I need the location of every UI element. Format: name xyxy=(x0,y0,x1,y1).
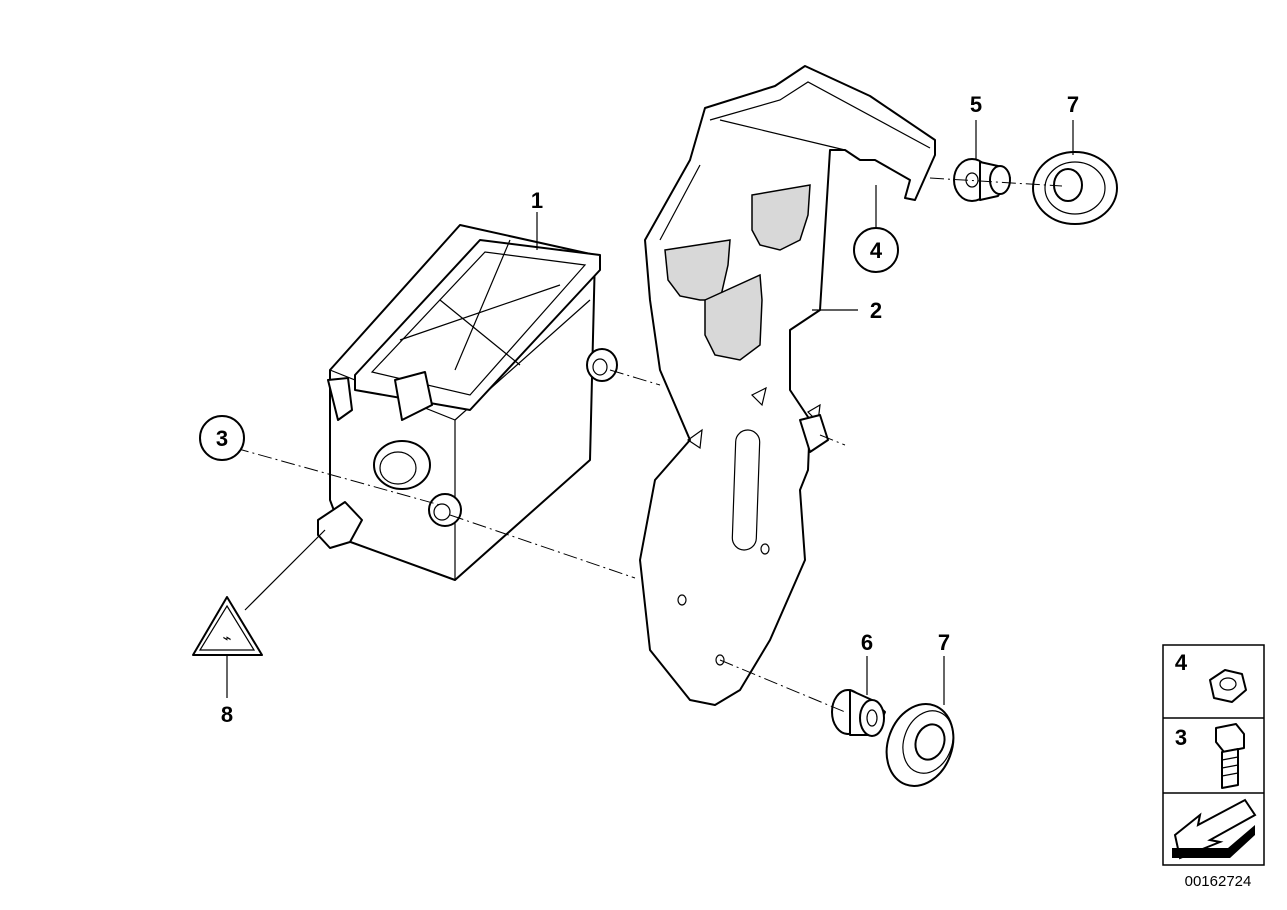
svg-text:3: 3 xyxy=(216,426,228,451)
drawing-number: 00162724 xyxy=(1185,873,1252,890)
svg-text:2: 2 xyxy=(870,298,882,323)
warning-triangle-icon: ⌁ xyxy=(192,596,263,656)
bushing-6-part xyxy=(831,689,886,737)
leader-lines xyxy=(226,120,1074,705)
callout-2: 2 xyxy=(870,298,882,323)
esd-symbol-icon: ⌁ xyxy=(222,630,231,647)
callout-1: 1 xyxy=(531,188,543,213)
bushing-5-part xyxy=(953,158,1011,202)
control-unit-part xyxy=(317,224,618,581)
callout-3: 3 xyxy=(199,415,245,461)
bolt-icon xyxy=(1215,723,1245,789)
grommet-7-lower-part xyxy=(885,703,955,787)
assembly-lines xyxy=(234,177,1063,713)
legend-item-nut: 4 xyxy=(1175,650,1247,703)
grommet-7-upper-part xyxy=(1032,151,1118,225)
svg-text:7: 7 xyxy=(1067,92,1079,117)
callout-7b: 7 xyxy=(938,630,950,655)
svg-text:1: 1 xyxy=(531,188,543,213)
bracket-part xyxy=(639,65,936,706)
svg-text:3: 3 xyxy=(1175,725,1187,750)
svg-text:4: 4 xyxy=(870,238,883,263)
svg-text:6: 6 xyxy=(861,630,873,655)
direction-arrow-icon xyxy=(1172,798,1257,860)
callout-6: 6 xyxy=(861,630,873,655)
svg-text:5: 5 xyxy=(970,92,982,117)
callout-7a: 7 xyxy=(1067,92,1079,117)
legend-item-bolt: 3 xyxy=(1175,723,1245,789)
callout-8: 8 xyxy=(221,702,233,727)
svg-text:4: 4 xyxy=(1175,650,1188,675)
hex-nut-icon xyxy=(1209,669,1247,703)
parts-legend: 4 3 xyxy=(1162,644,1265,866)
svg-text:7: 7 xyxy=(938,630,950,655)
svg-text:8: 8 xyxy=(221,702,233,727)
callout-4: 4 xyxy=(853,227,899,273)
callout-5: 5 xyxy=(970,92,982,117)
